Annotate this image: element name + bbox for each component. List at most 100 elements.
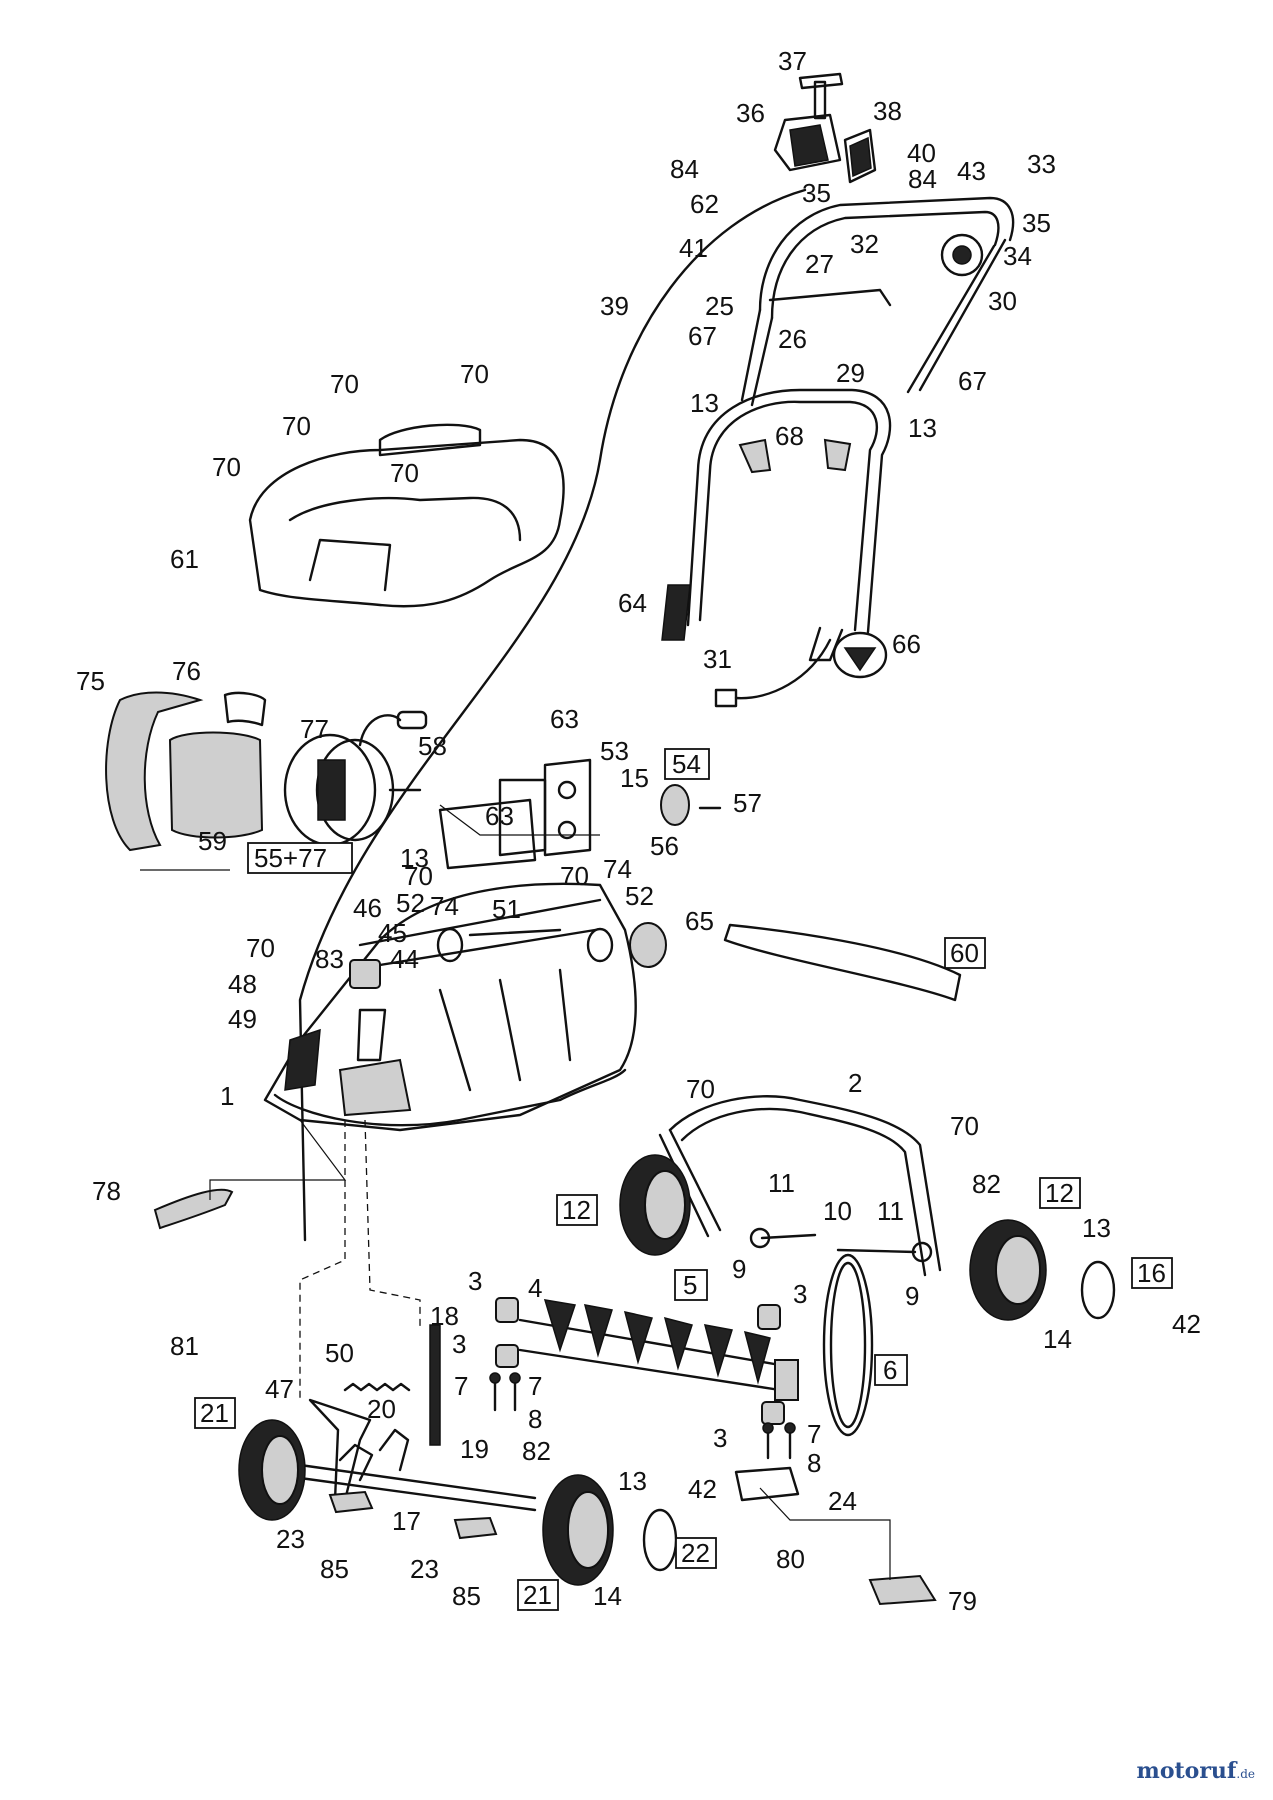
label-6-box [874, 1354, 908, 1386]
label-29: 29 [836, 358, 865, 388]
spring-50 [343, 1382, 411, 1392]
label-3a: 3 [468, 1266, 482, 1296]
label-8a: 8 [528, 1404, 542, 1434]
label-13: 13 [690, 388, 719, 418]
label-70j: 70 [950, 1111, 979, 1141]
label-45: 45 [378, 918, 407, 948]
rear-wheel-left-12 [619, 1154, 691, 1256]
label-7a: 7 [454, 1371, 468, 1401]
label-21-box-a [194, 1397, 236, 1429]
label-33: 33 [1027, 149, 1056, 179]
label-35: 35 [802, 178, 831, 208]
label-3d: 3 [713, 1423, 727, 1453]
label-70d: 70 [212, 452, 241, 482]
label-54: 54 [672, 749, 701, 779]
height-adjuster-24 [734, 1466, 800, 1502]
label-41: 41 [679, 233, 708, 263]
rear-axle-2 [658, 1095, 942, 1277]
grass-bag-75 [105, 691, 204, 852]
label-61: 61 [170, 544, 199, 574]
label-6: 6 [883, 1355, 897, 1385]
label-52b: 52 [625, 881, 654, 911]
label-25: 25 [705, 291, 734, 321]
label-84b: 84 [908, 164, 937, 194]
label-10: 10 [823, 1196, 852, 1226]
pulley-54 [660, 784, 722, 826]
label-31: 31 [703, 644, 732, 674]
label-5-box [674, 1269, 708, 1301]
label-14b: 14 [593, 1581, 622, 1611]
motor-plate [438, 758, 592, 870]
label-32: 32 [850, 229, 879, 259]
label-11: 11 [768, 1168, 795, 1198]
label-12b: 12 [1045, 1178, 1074, 1208]
label-70e: 70 [390, 458, 419, 488]
brand-name: motoruf [1136, 1758, 1237, 1784]
hub-cap-16 [1080, 1260, 1116, 1320]
lever-18 [429, 1324, 441, 1446]
front-wheel-right-21 [542, 1474, 614, 1586]
drive-belt-6 [822, 1253, 874, 1437]
label-53: 53 [600, 736, 629, 766]
label-42b: 42 [688, 1474, 717, 1504]
part-labels: 37 36 38 84 40 84 35 43 33 62 35 41 32 3… [76, 46, 1201, 1616]
label-59: 59 [198, 826, 227, 856]
label-21-box-b [517, 1579, 559, 1611]
label-46: 46 [353, 893, 382, 923]
cable-39 [298, 188, 807, 1242]
label-82b: 82 [522, 1436, 551, 1466]
switch-box [773, 72, 877, 184]
label-44: 44 [390, 944, 419, 974]
label-70i: 70 [686, 1074, 715, 1104]
label-84: 84 [670, 154, 699, 184]
hub-cap-22 [642, 1508, 678, 1572]
label-38: 38 [873, 96, 902, 126]
label-4: 4 [528, 1273, 542, 1303]
leader-lines [140, 804, 891, 1580]
cable-clip-30 [940, 233, 984, 277]
label-85a: 85 [320, 1554, 349, 1584]
label-17: 17 [392, 1506, 421, 1536]
label-3c: 3 [452, 1329, 466, 1359]
front-wheel-left-21 [238, 1419, 306, 1521]
label-70f: 70 [404, 861, 433, 891]
label-77: 77 [300, 714, 329, 744]
wheel-cover-65 [629, 922, 667, 968]
upper-handle [740, 196, 1015, 407]
filter-59 [168, 731, 264, 839]
bracket-52-74 [436, 927, 614, 963]
label-30: 30 [988, 286, 1017, 316]
cable-reel-66 [832, 631, 888, 679]
label-43: 43 [957, 156, 986, 186]
label-36: 36 [736, 98, 765, 128]
label-57: 57 [733, 788, 762, 818]
label-9b: 9 [905, 1281, 919, 1311]
label-22: 22 [681, 1538, 710, 1568]
cable-connector-31 [714, 638, 832, 708]
label-68: 68 [775, 421, 804, 451]
label-37: 37 [778, 46, 807, 76]
label-75: 75 [76, 666, 105, 696]
label-22-box [675, 1537, 717, 1569]
label-5: 5 [683, 1270, 697, 1300]
label-85b: 85 [452, 1581, 481, 1611]
label-51: 51 [492, 894, 521, 924]
rear-shaft [749, 1227, 933, 1263]
label-24: 24 [828, 1486, 857, 1516]
scarifier-roller-5 [518, 1299, 799, 1401]
label-34: 34 [1003, 241, 1032, 271]
label-60-box [944, 937, 986, 969]
label-1: 1 [220, 1081, 234, 1111]
rear-wheel-right-12 [969, 1219, 1047, 1321]
sleeve-76 [223, 691, 267, 727]
deck-housing-1 [263, 882, 637, 1132]
label-49: 49 [228, 1004, 257, 1034]
label-82: 82 [972, 1169, 1001, 1199]
brand-watermark[interactable]: motoruf.de [1137, 1758, 1255, 1784]
label-67b: 67 [958, 366, 987, 396]
front-axle-17 [298, 1428, 537, 1512]
screws-7-8 [489, 1372, 796, 1460]
label-67: 67 [688, 321, 717, 351]
label-60: 60 [950, 938, 979, 968]
